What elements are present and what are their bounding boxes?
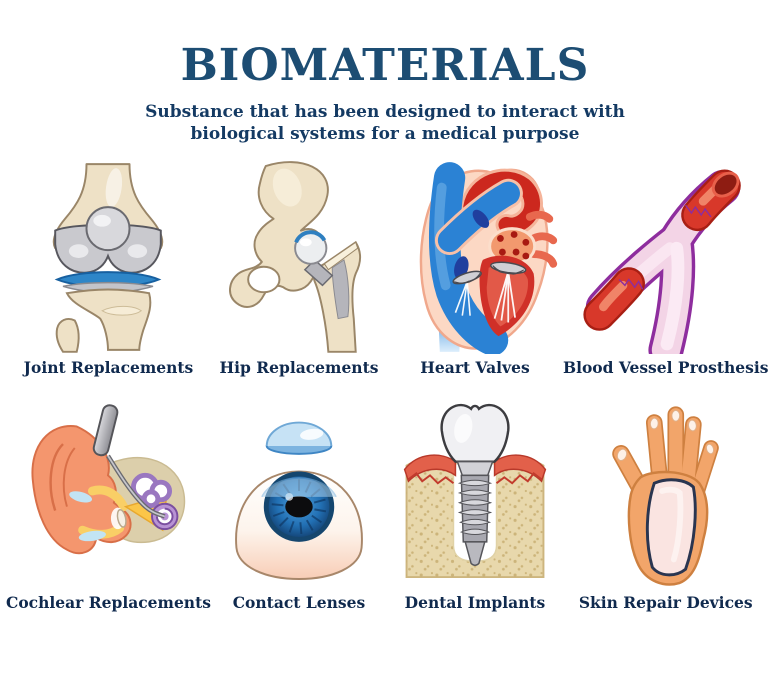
item-label: Hip Replacements <box>219 357 379 377</box>
item-label: Heart Valves <box>420 357 530 377</box>
hip-replacement-illustration <box>229 161 362 353</box>
contact-lens-eye-illustration <box>235 421 363 580</box>
item-hip-replacements: Hip Replacements <box>211 158 387 377</box>
item-label: Contact Lenses <box>232 592 366 612</box>
dental-implant-illustration <box>403 403 547 578</box>
cochlear-implant-illustration <box>31 404 186 554</box>
item-joint-replacements: Joint Replacements <box>6 158 211 377</box>
subtitle: Substance that has been designed to inte… <box>0 101 770 146</box>
item-blood-vessel-prosthesis: Blood Vessel Prosthesis <box>563 158 768 377</box>
knee-joint-replacement-illustration <box>53 162 164 353</box>
page-title: BIOMATERIALS <box>180 40 590 91</box>
item-label: Joint Replacements <box>23 357 194 377</box>
item-label: Skin Repair Devices <box>578 592 753 612</box>
blood-vessel-prosthesis-illustration <box>583 169 741 354</box>
item-label: Cochlear Replacements <box>6 592 211 612</box>
item-cochlear-replacements: Cochlear Replacements <box>6 393 211 612</box>
item-label: Blood Vessel Prosthesis <box>562 357 769 377</box>
item-contact-lenses: Contact Lenses <box>211 393 387 612</box>
illustration-grid: Joint Replacements Hip Replacements <box>0 158 770 612</box>
item-label: Dental Implants <box>404 592 546 612</box>
heart-valves-illustration <box>419 162 558 354</box>
header: BIOMATERIALS Substance that has been des… <box>0 0 770 146</box>
item-heart-valves: Heart Valves <box>387 158 563 377</box>
subtitle-line-2: biological systems for a medical purpose <box>190 124 580 145</box>
item-dental-implants: Dental Implants <box>387 393 563 612</box>
item-skin-repair-devices: Skin Repair Devices <box>563 393 768 612</box>
subtitle-line-1: Substance that has been designed to inte… <box>145 102 625 122</box>
skin-repair-hand-illustration <box>611 406 719 586</box>
